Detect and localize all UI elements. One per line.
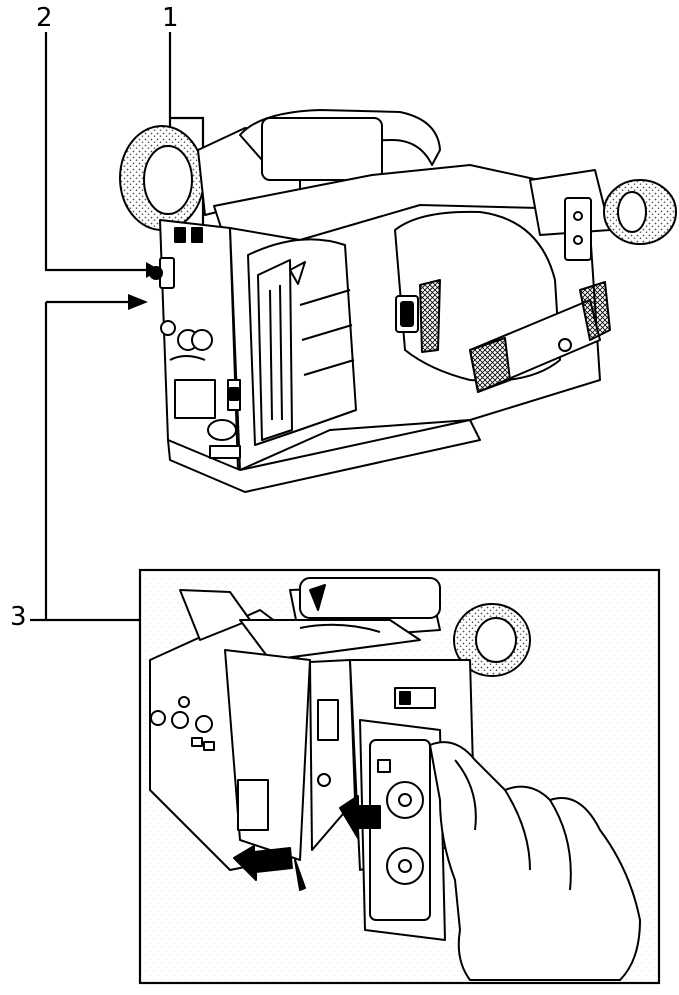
inset-cassette-loading xyxy=(149,577,641,981)
hand xyxy=(429,741,641,981)
callout-label-1: 1 xyxy=(162,3,179,33)
callout-label-2: 2 xyxy=(36,3,53,33)
callout-label-3: 3 xyxy=(10,602,27,632)
base xyxy=(167,419,481,493)
leader-line-2 xyxy=(44,32,148,272)
arrowhead-callout-3 xyxy=(128,294,148,310)
camcorder-top xyxy=(119,109,677,493)
leader-line-3 xyxy=(30,300,140,622)
leader-lines xyxy=(30,32,205,622)
insert-arrow-2 xyxy=(233,845,293,881)
switch-1b xyxy=(191,227,203,243)
insert-arrow-1 xyxy=(339,795,381,839)
switch-1a xyxy=(174,227,186,243)
